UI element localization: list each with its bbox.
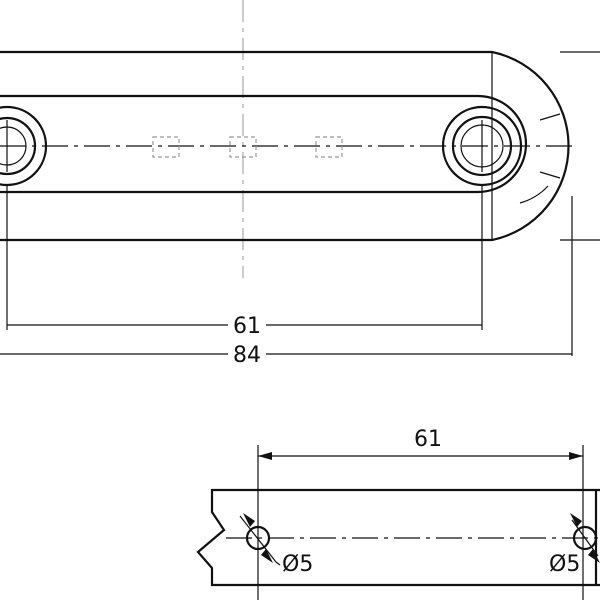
shade-mark [539,171,561,179]
hidden-feature [229,136,257,158]
dim-hole-spacing-top: 61 [7,314,482,339]
hidden-feature [152,136,180,158]
dim-84-text: 84 [233,343,261,368]
hidden-feature [315,136,343,158]
dim-61-text: 61 [233,314,261,339]
side-body-outline [196,488,600,587]
dim-diameter-left-text: Ø5 [282,552,313,577]
shade-arc [519,185,549,204]
slot-outline [0,94,528,194]
dim-overall-length: 84 [0,343,572,368]
top-view: 61 84 [0,0,600,368]
side-left-hole: Ø5 [239,513,313,577]
dim-61-side-text: 61 [414,427,442,452]
dim-hole-spacing-side: 61 [258,427,583,460]
side-view: 61 Ø5 Ø5 [196,427,600,600]
shade-mark [539,113,561,121]
side-right-hole: Ø5 [549,513,600,577]
dim-diameter-right-text: Ø5 [549,552,580,577]
